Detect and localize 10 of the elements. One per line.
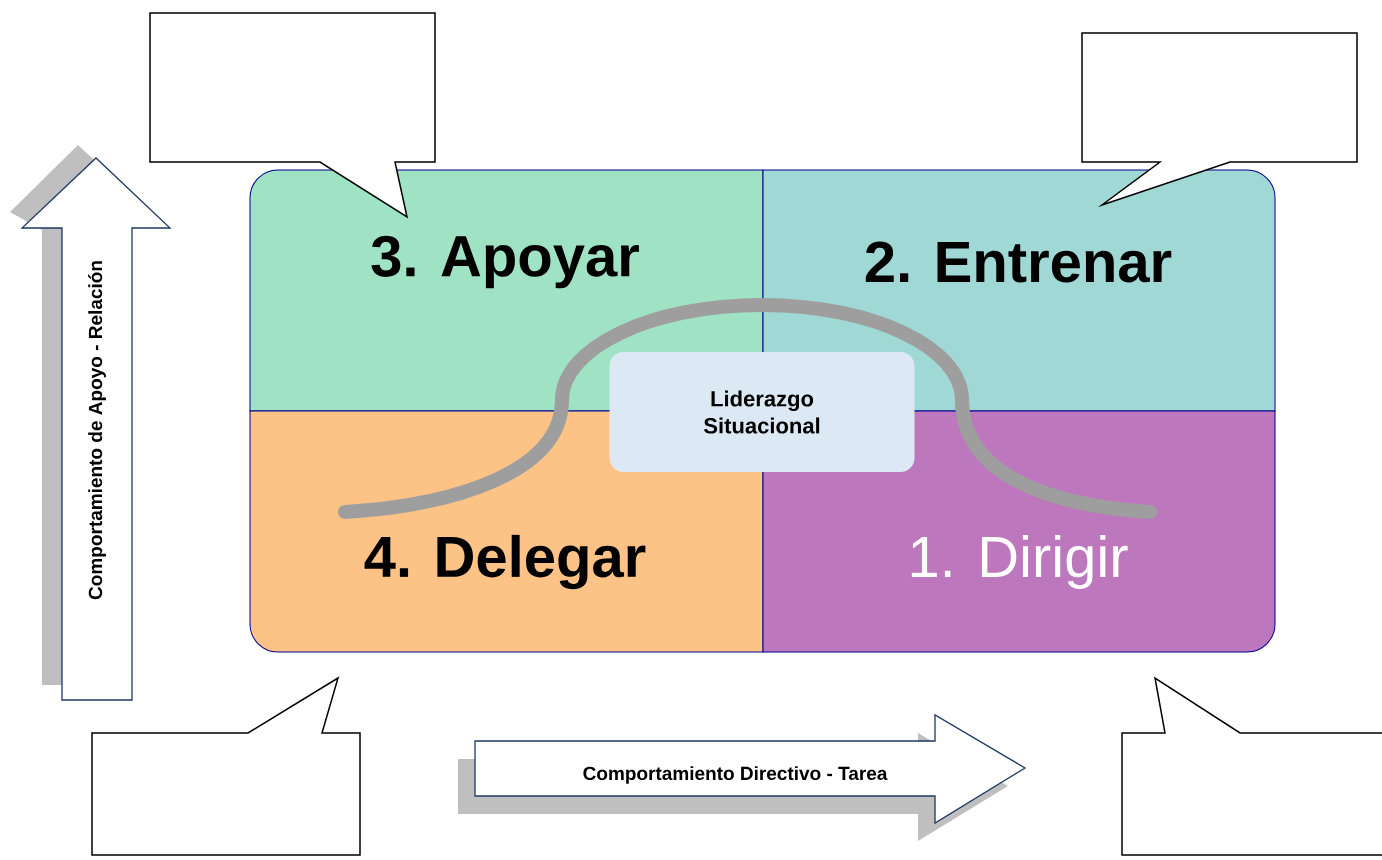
quadrant-label: 4. Delegar [364, 534, 646, 590]
speech-bubble [1081, 32, 1358, 208]
curve-line [338, 298, 1157, 519]
speech-bubble [91, 676, 361, 856]
quadrant-label: 3. Apoyar [371, 235, 639, 289]
speech-bubble [1121, 676, 1382, 856]
center-box: Liderazgo Situacional [609, 352, 915, 472]
quadrant-label: 1. Dirigir [911, 534, 1128, 589]
quadrant-label: 2. Entrenar [865, 241, 1172, 283]
speech-bubble [149, 12, 436, 219]
